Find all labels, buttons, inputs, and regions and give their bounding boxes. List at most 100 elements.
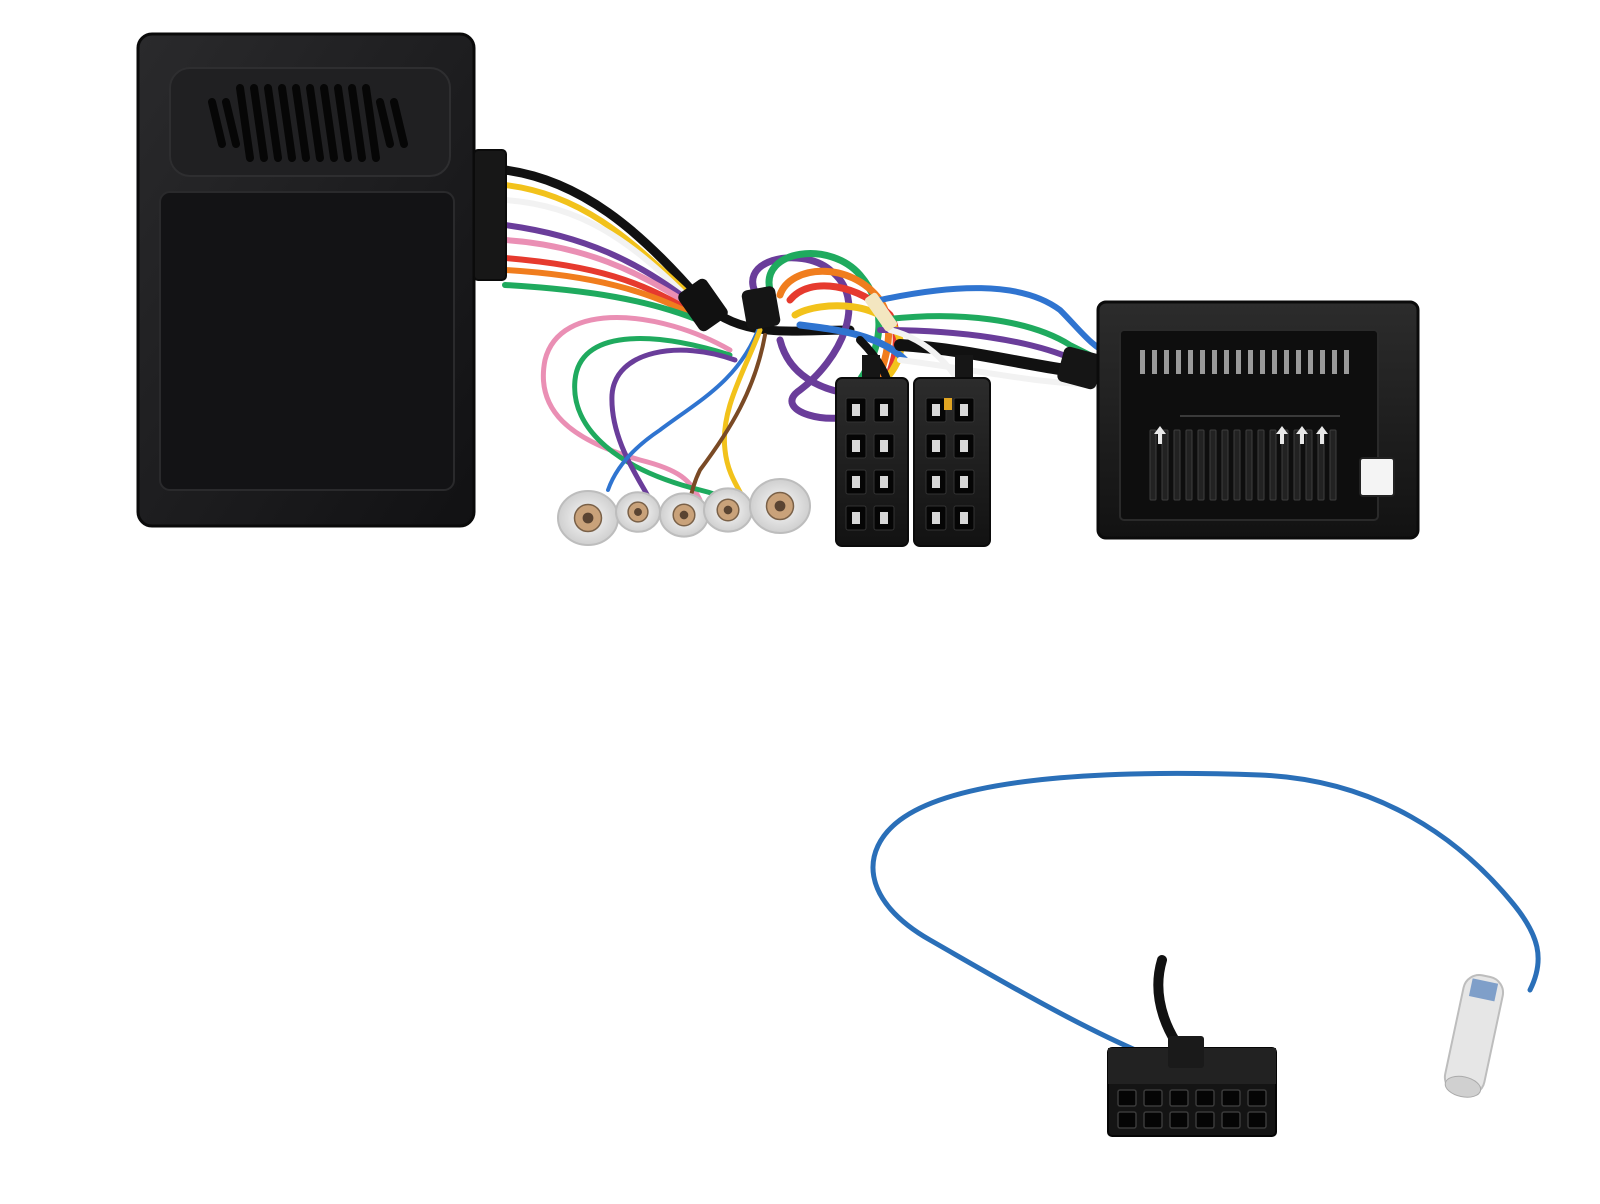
label-panel: [159, 191, 455, 491]
wire-green: [502, 282, 706, 325]
vehicle-pin-marker: [1296, 426, 1308, 444]
vehicle-pin: [1236, 350, 1241, 374]
patch-pin: [1143, 1111, 1163, 1129]
vehicle-pin: [1332, 350, 1337, 374]
vehicle-pin-marker: [1154, 426, 1166, 444]
iso-connector-right: [913, 355, 991, 547]
vehicle-pin: [1296, 350, 1301, 374]
vent-slot: [236, 84, 254, 162]
vent-slot: [292, 84, 310, 162]
vent-slot: [250, 84, 268, 162]
wire-white: [502, 197, 693, 303]
patch-pin: [1117, 1089, 1137, 1107]
iso-connector-left: [835, 355, 909, 547]
bullet-terminal: [557, 490, 619, 546]
vehicle-pin-slot: [1269, 429, 1277, 501]
wire-pink: [502, 237, 703, 315]
wire-to-term-purple: [609, 347, 738, 503]
vehicle-pin-slot: [1221, 429, 1229, 501]
vehicle-pin: [1308, 350, 1313, 374]
vehicle-pin: [1248, 350, 1253, 374]
vent-slot: [278, 84, 296, 162]
patch-pin: [1195, 1089, 1215, 1107]
wire-orange: [502, 267, 705, 323]
vehicle-pin-slot: [1197, 429, 1205, 501]
bullet-terminals: [557, 478, 811, 546]
patch-lead: [1107, 955, 1505, 1137]
wire-harness: [500, 165, 1541, 1073]
vehicle-pin-row-bottom: [1149, 426, 1337, 501]
vehicle-pin-slot: [1161, 429, 1169, 501]
vehicle-pin-marker: [1276, 426, 1288, 444]
vehicle-pin-slot: [1257, 429, 1265, 501]
patch-lead-cable: [870, 770, 1541, 1073]
vehicle-pin: [1152, 350, 1157, 374]
wire-to-plug-blue: [877, 285, 1113, 358]
vehicle-connector: [1096, 300, 1420, 540]
wire-loop-blue: [796, 321, 909, 364]
patch-lead-pins: [1117, 1089, 1267, 1129]
vent-slot: [264, 84, 282, 162]
cable-tie: [678, 278, 1103, 390]
vent-slot: [320, 84, 338, 162]
patch-pin: [1195, 1111, 1215, 1129]
vehicle-pin: [1176, 350, 1181, 374]
vehicle-pin-row-top: [1140, 350, 1349, 374]
vent-slots: [208, 84, 408, 162]
vent-slot: [376, 98, 394, 148]
vehicle-pin-slot: [1149, 429, 1157, 501]
vehicle-pin: [1200, 350, 1205, 374]
iso-connectors: [835, 355, 991, 547]
vent-slot: [208, 98, 226, 148]
vehicle-pin-slot: [1293, 429, 1301, 501]
vehicle-pin: [1140, 350, 1145, 374]
vent-slot: [348, 84, 366, 162]
patch-pin: [1221, 1111, 1241, 1129]
vehicle-pin: [1284, 350, 1289, 374]
module-side-clip: [473, 149, 507, 281]
vehicle-pin-slot: [1185, 429, 1193, 501]
vent-slot: [222, 98, 240, 148]
vehicle-pin-marker: [1316, 426, 1328, 444]
vehicle-pin: [1164, 350, 1169, 374]
vehicle-pin-slot: [1209, 429, 1217, 501]
vent-slot: [306, 84, 324, 162]
bullet-terminal: [659, 492, 709, 538]
jack-plug: [1443, 974, 1505, 1098]
vehicle-pin: [1212, 350, 1217, 374]
vehicle-pin: [1344, 350, 1349, 374]
wire-to-term-brown: [688, 333, 767, 507]
vehicle-pin-slot: [1173, 429, 1181, 501]
patch-pin: [1247, 1111, 1267, 1129]
bullet-terminal: [703, 487, 753, 533]
patch-pin: [1117, 1111, 1137, 1129]
vehicle-pin: [1320, 350, 1325, 374]
patch-pin: [1169, 1089, 1189, 1107]
wire-to-term-blue: [606, 323, 762, 492]
vehicle-pin: [1260, 350, 1265, 374]
wire-loop-green: [765, 250, 883, 384]
patch-pin: [1247, 1089, 1267, 1107]
vehicle-pin-slot: [1305, 429, 1313, 501]
wire-to-term-pink: [540, 315, 733, 503]
patch-pin: [1169, 1111, 1189, 1129]
vehicle-pin-slot: [1329, 429, 1337, 501]
interface-module: [136, 32, 507, 528]
vehicle-pin-slot: [1245, 429, 1253, 501]
wire-to-term-green: [572, 336, 748, 513]
vent-slot: [362, 84, 380, 162]
bullet-terminal: [615, 491, 661, 533]
vent-slot: [334, 84, 352, 162]
wire-purple: [502, 222, 703, 313]
patch-pin: [1221, 1089, 1241, 1107]
vehicle-pin: [1272, 350, 1277, 374]
vent-slot: [390, 98, 408, 148]
wire-to-plug-purple: [877, 327, 1078, 363]
vehicle-pin: [1224, 350, 1229, 374]
vehicle-pin: [1188, 350, 1193, 374]
vehicle-pin-slot: [1233, 429, 1241, 501]
patch-pin: [1143, 1089, 1163, 1107]
vehicle-connector-latch: [1359, 457, 1395, 497]
